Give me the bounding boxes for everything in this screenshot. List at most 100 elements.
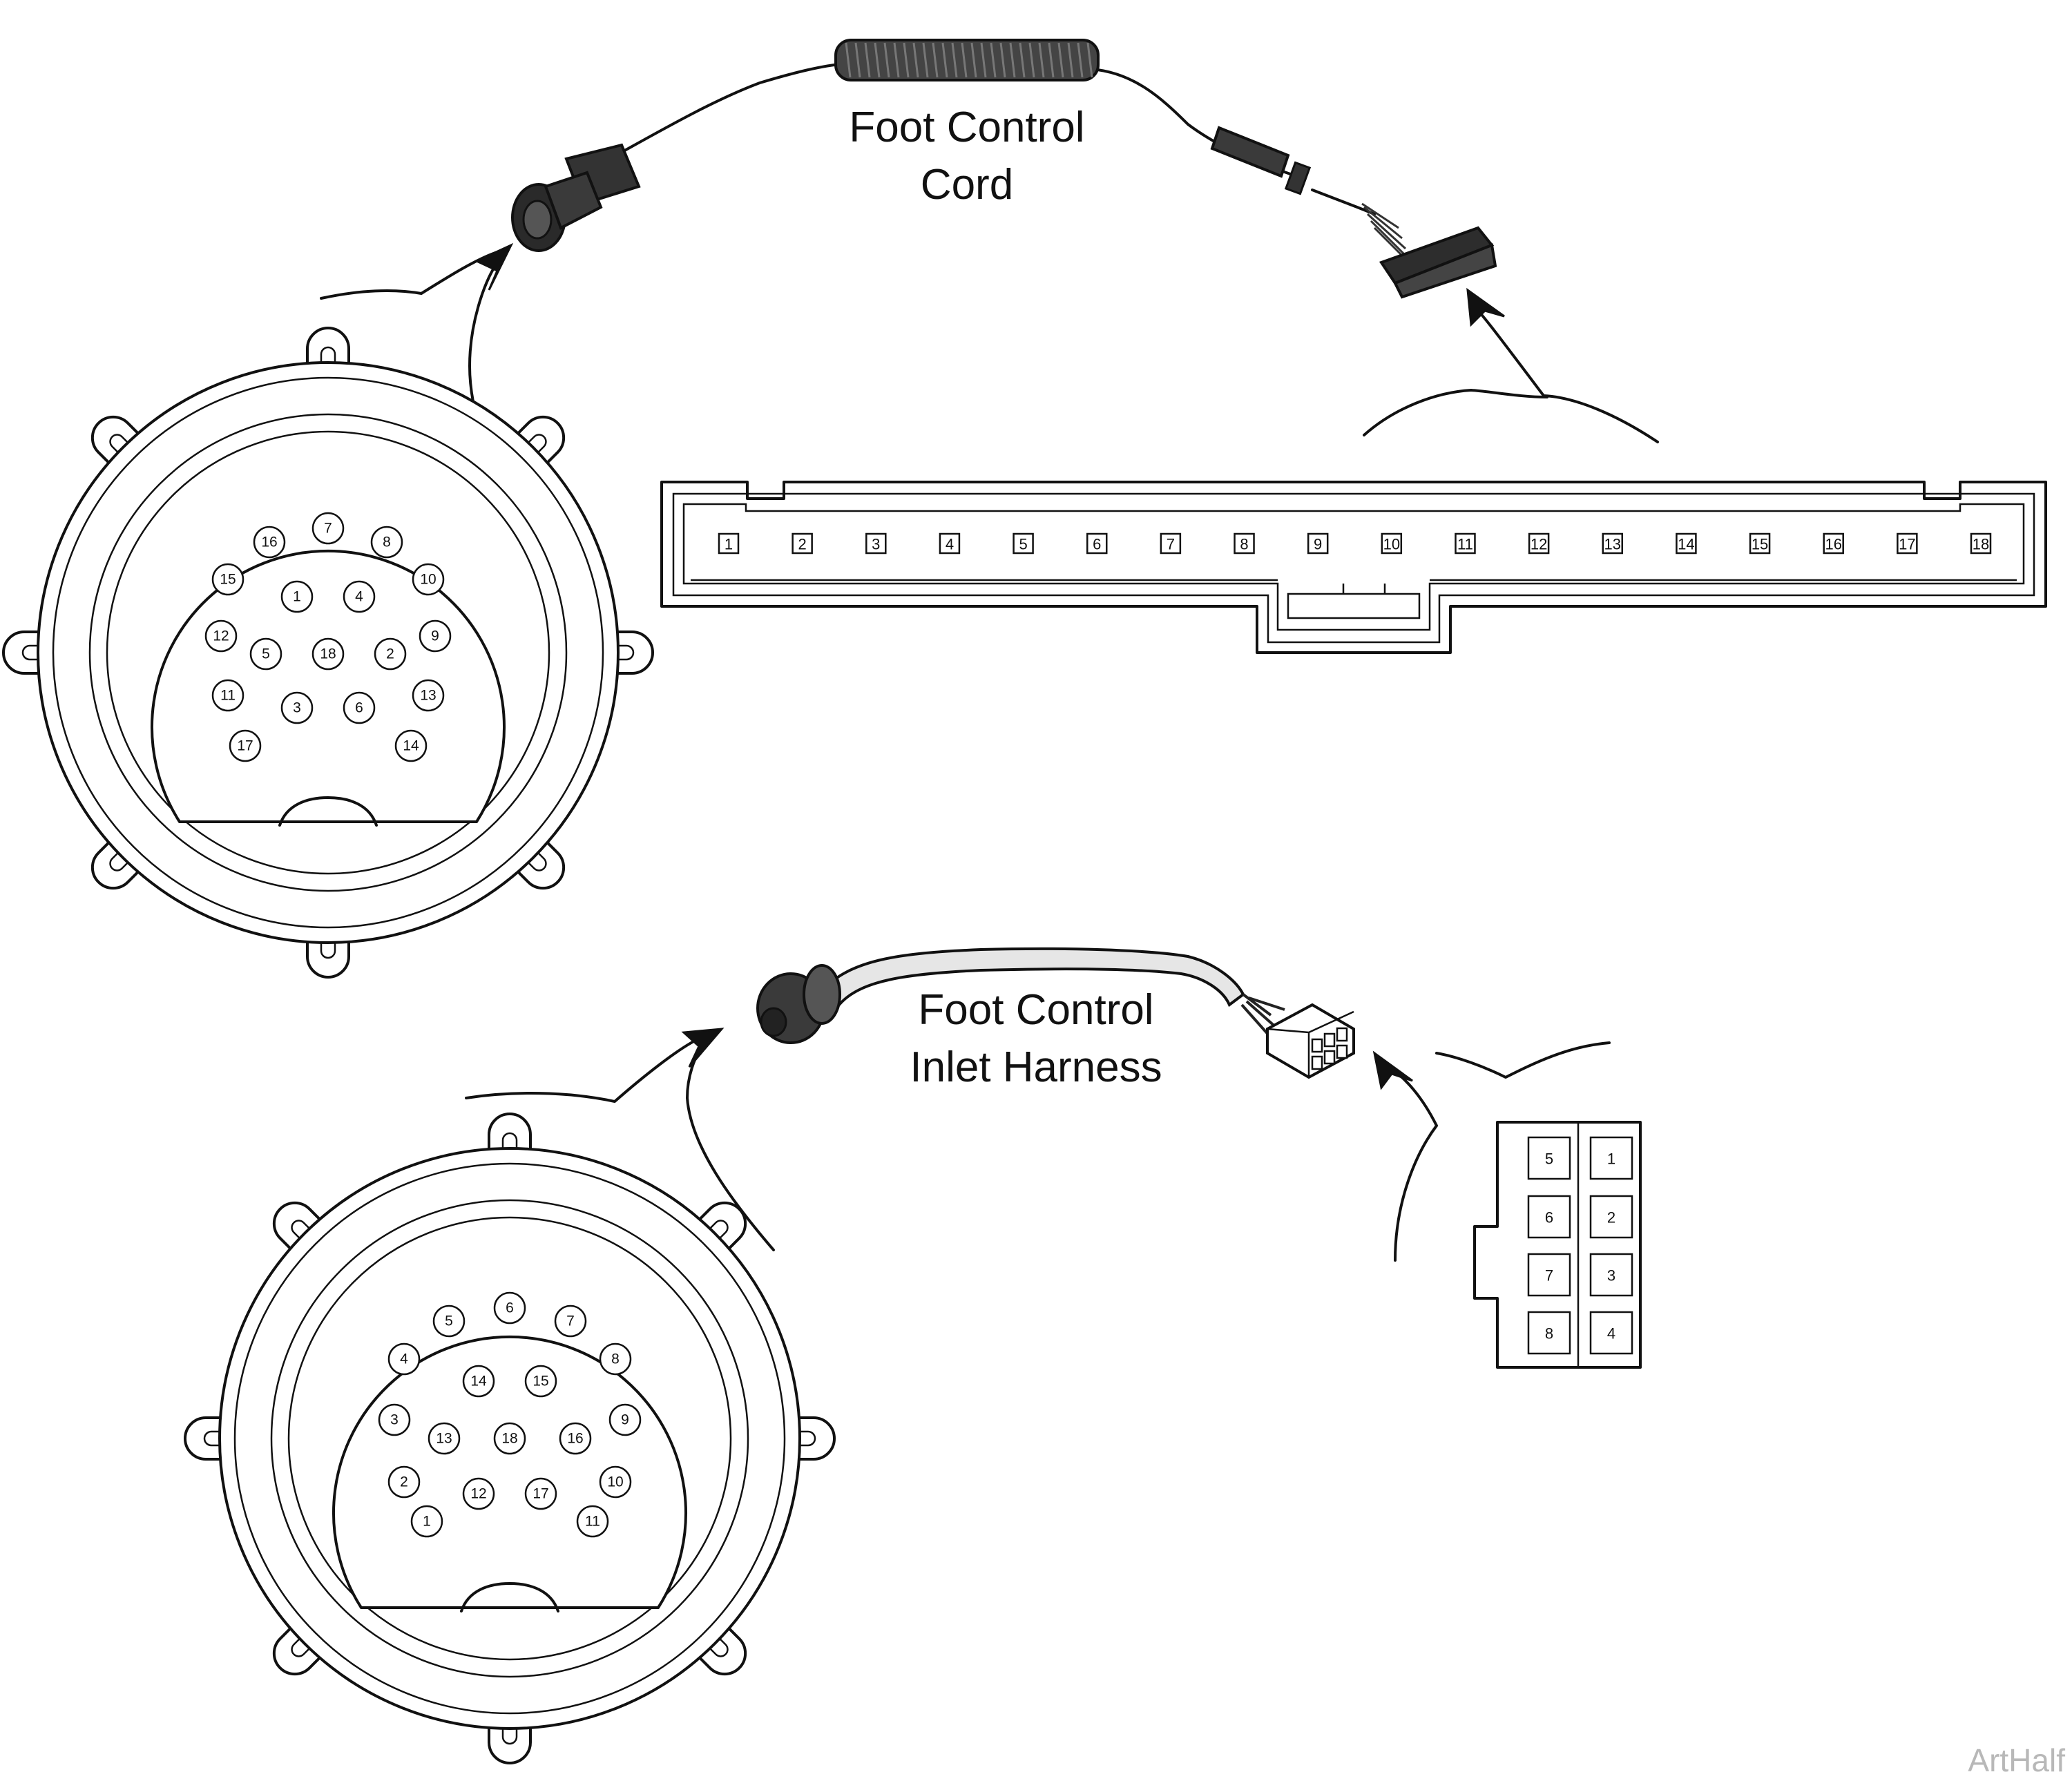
cord-strip-pin-7: 7: [1160, 532, 1182, 555]
cord-round-pin-7-ring: [311, 512, 345, 545]
cord-round-pin-4-ring: [343, 580, 376, 613]
harness-label-line2: Inlet Harness: [910, 1043, 1162, 1091]
cord-round-pin-5-label: 5: [262, 646, 270, 662]
harness-round-pin-9: 9: [608, 1403, 642, 1436]
harness-round-pin-14: 14: [462, 1365, 495, 1398]
cord-label-line2: Cord: [921, 161, 1013, 209]
cord-round-pin-18-label: 18: [320, 646, 336, 662]
cord-strip-pin-14-label: 14: [1678, 536, 1694, 553]
cord-strip-pin-13: 13: [1602, 532, 1624, 555]
cord-round-pin-6: 6: [343, 691, 376, 724]
harness-right-arrow-icon: [1372, 1041, 1611, 1262]
cord-round-pin-13-label: 13: [420, 688, 436, 704]
cord-round-pin-9-ring: [419, 619, 452, 653]
harness-round-pin-16-label: 16: [567, 1431, 583, 1447]
harness-rect-pin-3: 3: [1589, 1253, 1633, 1297]
cord-round-pin-17: 17: [229, 729, 262, 762]
inlet-harness-illustration: [756, 947, 1355, 1079]
cord-round-pin-10-ring: [412, 563, 445, 596]
cord-round-pin-17-label: 17: [237, 738, 253, 754]
cord-round-pin-18: 18: [311, 637, 345, 671]
cord-round-plug-icon: [511, 143, 641, 252]
harness-round-pin-2-label: 2: [400, 1474, 408, 1490]
cord-strip-pin-13-box: [1602, 532, 1624, 555]
harness-round-pin-16: 16: [559, 1422, 592, 1455]
cord-round-pin-16-label: 16: [261, 535, 277, 550]
harness-round-pin-14-ring: [462, 1365, 495, 1398]
cord-strip-pin-14-box: [1676, 532, 1697, 555]
harness-round-pin-2-ring: [387, 1465, 421, 1499]
cord-strip-pin-11-box: [1455, 532, 1476, 555]
cord-strip-pin-10-box: [1381, 532, 1403, 555]
harness-round-pin-15: 15: [524, 1365, 557, 1398]
harness-round-pin-5-ring: [432, 1305, 466, 1338]
harness-round-pin-7-label: 7: [566, 1313, 575, 1329]
cord-round-pin-7: 7: [311, 512, 345, 545]
cord-strip-pin-17-label: 17: [1899, 536, 1915, 553]
harness-rect-pin-7-label: 7: [1545, 1267, 1553, 1284]
harness-round-pin-8-ring: [599, 1342, 632, 1376]
cord-strip-pin-10-label: 10: [1383, 536, 1400, 553]
cord-strip-pin-1: 1: [718, 532, 740, 555]
cord-strip-plug-icon: [1210, 126, 1497, 299]
cord-round-pin-14: 14: [394, 729, 428, 762]
cord-round-pin-13-ring: [412, 679, 445, 712]
cord-strip-pin-8-label: 8: [1240, 536, 1248, 553]
harness-round-pin-11-ring: [576, 1505, 609, 1538]
harness-round-pin-18: 18: [493, 1422, 526, 1455]
cord-strip-pin-12: 12: [1528, 532, 1550, 555]
cord-strip-pin-2-label: 2: [798, 536, 807, 553]
cord-round-pin-12: 12: [204, 619, 238, 653]
harness-rect-pin-8-label: 8: [1545, 1325, 1553, 1342]
cord-round-pin-8-ring: [370, 526, 403, 559]
harness-rect-pin-6-label: 6: [1545, 1209, 1553, 1226]
harness-round-pin-5: 5: [432, 1305, 466, 1338]
harness-round-pin-6: 6: [493, 1291, 526, 1325]
harness-round-pin-13: 13: [428, 1422, 461, 1455]
cord-strip-pin-9: 9: [1307, 532, 1329, 555]
cord-strip-pin-11: 11: [1455, 532, 1476, 555]
harness-round-pin-11-label: 11: [585, 1514, 600, 1530]
cord-strip-pin-15: 15: [1749, 532, 1771, 555]
cord-strip-pin-12-box: [1528, 532, 1550, 555]
harness-round-pin-17: 17: [524, 1477, 557, 1510]
cord-strip-pin-8-box: [1234, 532, 1255, 555]
harness-round-pin-12-label: 12: [470, 1486, 486, 1502]
cord-strip-pin-10: 10: [1381, 532, 1403, 555]
cord-strip-pin-1-label: 1: [725, 536, 733, 553]
cord-round-pin-8: 8: [370, 526, 403, 559]
cord-round-pin-11-ring: [211, 679, 244, 712]
cord-strip-pin-12-label: 12: [1531, 536, 1547, 553]
cord-round-pin-5-ring: [249, 637, 282, 671]
cord-round-pin-16: 16: [253, 526, 286, 559]
harness-round-pin-3: 3: [378, 1403, 411, 1436]
harness-round-pin-6-label: 6: [506, 1300, 514, 1316]
harness-round-pin-11: 11: [576, 1505, 609, 1538]
cord-strip-pin-3-box: [865, 532, 887, 555]
harness-rect-pin-2: 2: [1589, 1195, 1633, 1239]
cord-round-pin-14-ring: [394, 729, 428, 762]
harness-rect-pin-1: 1: [1589, 1136, 1633, 1180]
harness-round-pin-10-label: 10: [607, 1474, 623, 1490]
cord-strip-pin-16: 16: [1823, 532, 1844, 555]
cord-round-pin-8-label: 8: [383, 535, 391, 550]
harness-round-pin-4: 4: [387, 1342, 421, 1376]
harness-round-pin-17-ring: [524, 1477, 557, 1510]
harness-rect-pin-3-label: 3: [1607, 1267, 1615, 1284]
harness-round-pin-4-label: 4: [400, 1351, 408, 1367]
harness-round-pin-12-ring: [462, 1477, 495, 1510]
cord-right-arrow-icon: [1363, 287, 1659, 443]
harness-round-pin-8-label: 8: [611, 1351, 620, 1367]
cord-strip-pin-18-label: 18: [1973, 536, 1989, 553]
harness-rect-plug-icon: [1266, 1003, 1355, 1079]
watermark: ArtHalf: [1968, 1742, 2065, 1778]
cord-strip-pin-18-box: [1970, 532, 1992, 555]
cord-strip-pin-13-label: 13: [1604, 536, 1621, 553]
harness-round-pin-18-ring: [493, 1422, 526, 1455]
cord-strip-pin-6-box: [1086, 532, 1108, 555]
cord-round-pin-3-ring: [280, 691, 314, 724]
cord-strip-pin-9-box: [1307, 532, 1329, 555]
cord-strip-pin-3-label: 3: [872, 536, 880, 553]
